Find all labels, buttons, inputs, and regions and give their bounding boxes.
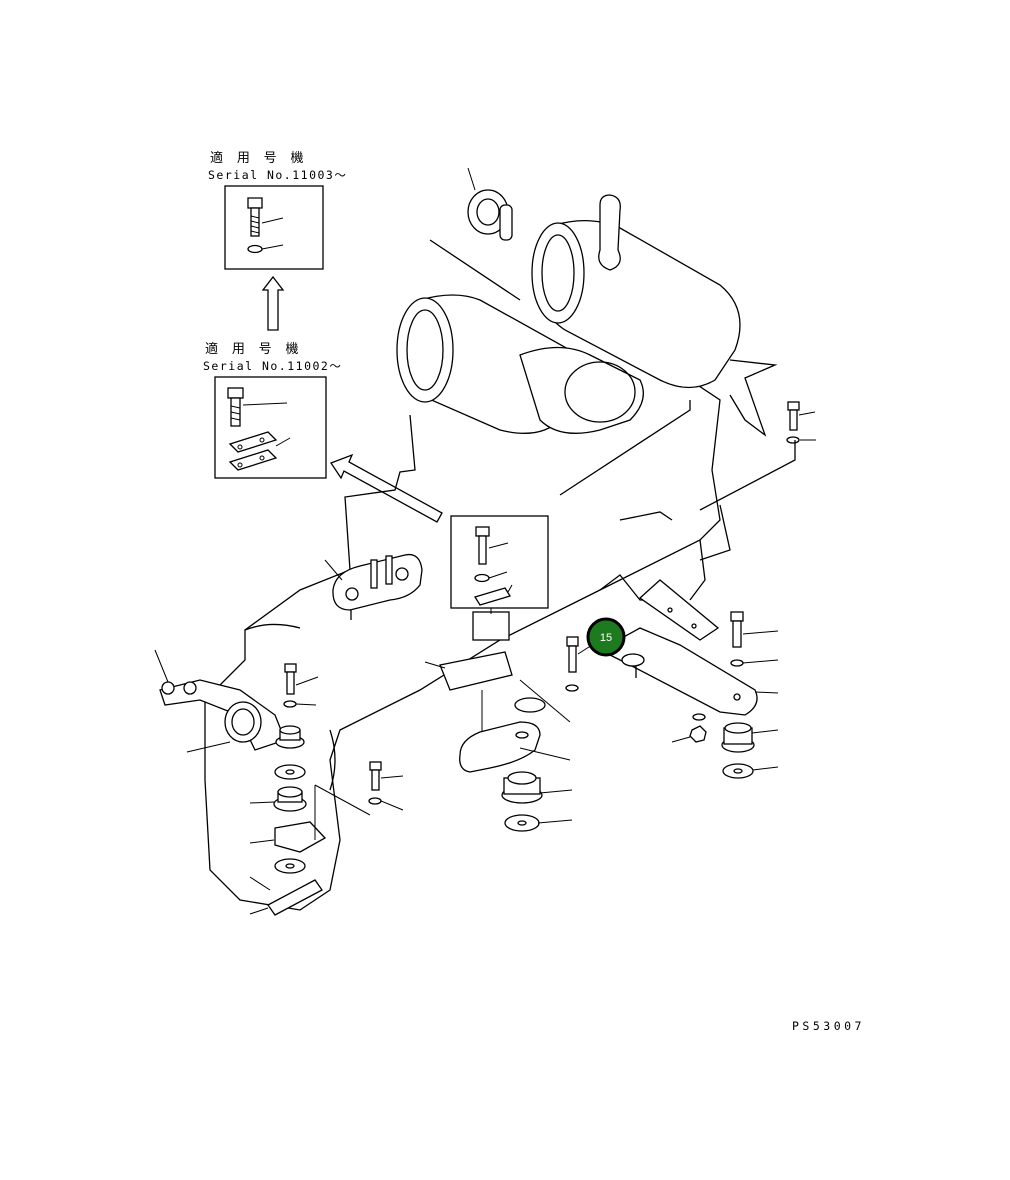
arrow-to-inset-icon <box>330 453 443 523</box>
intake-hose <box>519 346 644 434</box>
washer-icon <box>722 763 754 779</box>
bolt-icon <box>284 663 319 695</box>
inset-serial-11002: 適 用 号 機 Serial No.11002〜 <box>203 341 342 479</box>
inset-lower-frame <box>214 376 327 479</box>
center-bracket <box>439 651 513 691</box>
inset-upper-frame <box>224 185 324 270</box>
washer-icon <box>692 713 706 721</box>
clamp-icon <box>467 167 513 241</box>
bolt-icon <box>247 197 263 237</box>
bolt-icon <box>566 636 593 673</box>
callout-number: 15 <box>600 632 612 644</box>
cushion-icon <box>273 786 307 812</box>
bolt-icon <box>787 401 816 431</box>
inset-serial-11003: 適 用 号 機 Serial No.11003〜 <box>208 150 347 270</box>
bracket-plate-icon <box>274 821 327 853</box>
washer-icon <box>274 764 306 780</box>
washer-icon <box>504 814 540 832</box>
center-mount-plate <box>459 721 541 773</box>
washer-icon <box>730 659 744 667</box>
cushion-icon <box>275 725 305 749</box>
washer-icon <box>565 684 579 692</box>
figure-code: PS53007 <box>792 1019 865 1033</box>
inset-upper-heading: 適 用 号 機 <box>210 150 306 166</box>
front-left-mount <box>154 649 286 753</box>
inset-upper-serial: Serial No.11003〜 <box>208 168 347 182</box>
washer-icon <box>786 436 800 444</box>
washer-icon <box>247 244 263 254</box>
callout-marker[interactable]: 15 <box>586 617 626 657</box>
right-air-cleaner <box>531 194 741 389</box>
right-mount-bracket <box>598 579 758 716</box>
cushion-icon <box>721 722 755 753</box>
bracket-block <box>472 611 510 641</box>
cushion-icon <box>501 771 543 804</box>
bracket-plate-icon <box>228 431 278 471</box>
inset-lower-heading: 適 用 号 機 <box>205 341 301 357</box>
bolt-icon <box>369 761 404 791</box>
bolt-icon <box>730 611 779 648</box>
center-inset <box>450 515 549 609</box>
washer-icon <box>283 700 297 708</box>
washer-icon <box>274 858 306 874</box>
bracket-plate-icon <box>267 879 323 916</box>
nut-icon <box>689 725 707 743</box>
exhaust-pipe <box>729 359 778 437</box>
callout-circle[interactable] <box>586 617 626 657</box>
bolt-icon <box>227 387 244 427</box>
washer-icon <box>514 697 546 713</box>
left-rear-mount <box>324 553 423 620</box>
up-arrow-icon <box>261 275 285 331</box>
washer-icon <box>368 797 382 805</box>
inset-lower-serial: Serial No.11002〜 <box>203 359 342 373</box>
